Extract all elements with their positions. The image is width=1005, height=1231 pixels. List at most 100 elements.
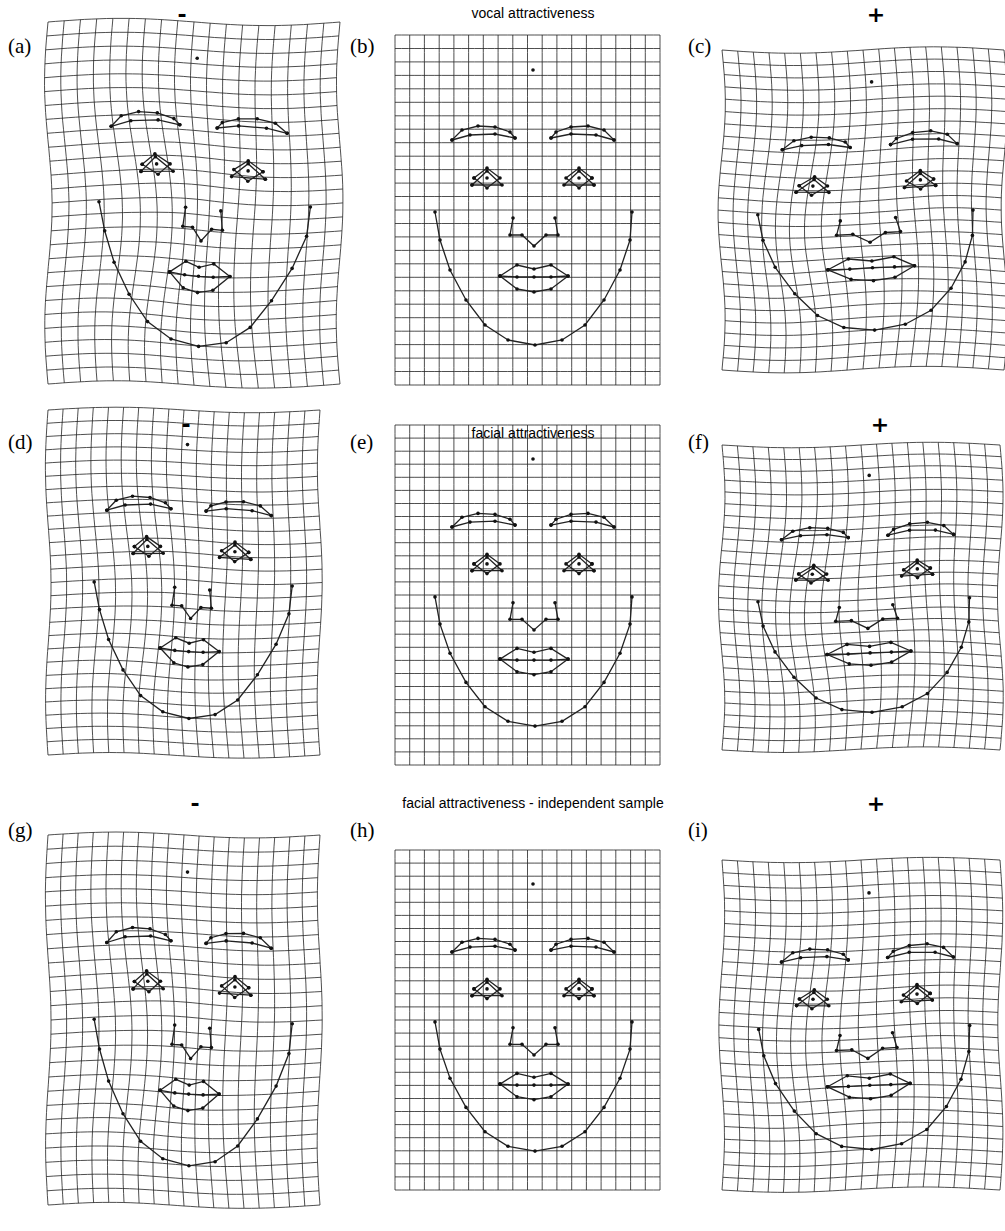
grid-line — [191, 22, 198, 385]
landmark-dot — [201, 1106, 205, 1110]
grid-line — [46, 473, 318, 479]
landmark-dot — [967, 1050, 971, 1054]
grid-line — [776, 448, 787, 753]
landmark-dot — [825, 533, 829, 537]
landmark-dot — [842, 952, 846, 956]
landmark-dot — [450, 525, 454, 529]
landmark-dot — [472, 987, 476, 991]
landmark-dot — [868, 645, 872, 649]
landmark-dot — [566, 274, 570, 278]
grid-line — [51, 606, 322, 612]
grid-line — [724, 1122, 1003, 1128]
landmark-dot — [812, 566, 816, 570]
landmark-dot — [210, 606, 214, 610]
face-outline — [564, 982, 594, 996]
landmark-dot — [870, 80, 874, 84]
grid-line — [395, 223, 660, 224]
landmark-dot — [886, 956, 890, 960]
landmark-dot — [618, 652, 622, 656]
landmark-dot — [825, 653, 829, 657]
face-outline — [904, 173, 935, 187]
landmark-dot — [834, 620, 838, 624]
landmark-dot — [889, 1072, 893, 1076]
grid-line — [723, 960, 1001, 966]
landmark-dot — [931, 572, 935, 576]
grid-line — [48, 945, 320, 951]
landmark-dot — [826, 1085, 830, 1089]
landmark-dot — [513, 136, 517, 140]
landmark-dot — [221, 229, 225, 233]
grid-line — [725, 687, 1004, 693]
landmark-dot — [594, 520, 598, 524]
landmark-dot — [174, 1078, 178, 1082]
landmark-dot — [233, 543, 237, 547]
landmark-dot — [612, 950, 616, 954]
landmark-dot — [164, 933, 168, 937]
landmark-dot — [886, 956, 890, 960]
landmark-dot — [217, 650, 221, 654]
landmark-dot — [808, 947, 812, 951]
landmark-dot — [929, 309, 933, 313]
face-outline — [551, 938, 614, 952]
landmark-dot — [105, 508, 109, 512]
grid-line — [50, 620, 321, 626]
face-outline — [902, 563, 933, 576]
landmark-dot — [472, 987, 476, 991]
landmark-dot — [942, 946, 946, 950]
grid-line — [957, 47, 963, 367]
landmark-dot — [532, 628, 536, 632]
grid-line — [395, 477, 660, 478]
landmark-dot — [217, 650, 221, 654]
grid-line — [45, 74, 337, 81]
grid-line — [395, 102, 660, 103]
landmark-dot — [121, 668, 125, 672]
grid-line — [45, 22, 53, 384]
face-outline — [828, 266, 915, 270]
grid-line — [395, 928, 660, 929]
landmark-dot — [498, 1082, 502, 1086]
face-outline — [500, 648, 568, 674]
face-outline — [452, 521, 515, 527]
landmark-dot — [139, 694, 143, 698]
face-outline — [452, 513, 515, 527]
grid-line — [725, 908, 1003, 913]
grid-line — [395, 967, 660, 968]
landmark-dot — [562, 994, 566, 998]
landmark-dot — [508, 130, 512, 134]
landmark-dot — [247, 551, 251, 555]
landmark-dot — [131, 987, 135, 991]
landmark-dot — [846, 958, 850, 962]
grid-line — [724, 341, 1005, 348]
landmark-dot — [592, 183, 596, 187]
landmark-dot — [900, 574, 904, 578]
grid-line — [46, 860, 318, 866]
landmark-dot — [955, 142, 959, 146]
landmark-dot — [846, 652, 850, 656]
grid-line — [395, 699, 660, 700]
landmark-dot — [189, 617, 193, 621]
grid-line — [181, 410, 186, 756]
landmark-dot — [247, 986, 251, 990]
landmark-dot — [450, 950, 454, 954]
grid-line — [47, 1188, 319, 1194]
landmark-dot — [909, 649, 913, 653]
face-outline — [472, 171, 502, 185]
grid-line — [51, 1045, 322, 1051]
landmark-dot — [929, 129, 933, 133]
landmark-dot — [485, 997, 489, 1001]
landmark-dot — [592, 569, 596, 573]
landmark-dot — [781, 148, 785, 152]
landmark-dot — [826, 527, 830, 531]
grid-line — [720, 1060, 999, 1065]
face-outline — [796, 180, 829, 193]
grid-line — [941, 47, 948, 367]
landmark-dot — [158, 1089, 162, 1093]
landmark-dot — [892, 528, 896, 532]
landmark-dot — [127, 293, 131, 297]
landmark-dot — [173, 1091, 177, 1095]
landmark-dot — [886, 533, 890, 537]
face-outline — [551, 513, 614, 527]
grid-line — [45, 88, 337, 95]
landmark-dot — [485, 987, 489, 991]
landmark-dot — [483, 705, 487, 709]
